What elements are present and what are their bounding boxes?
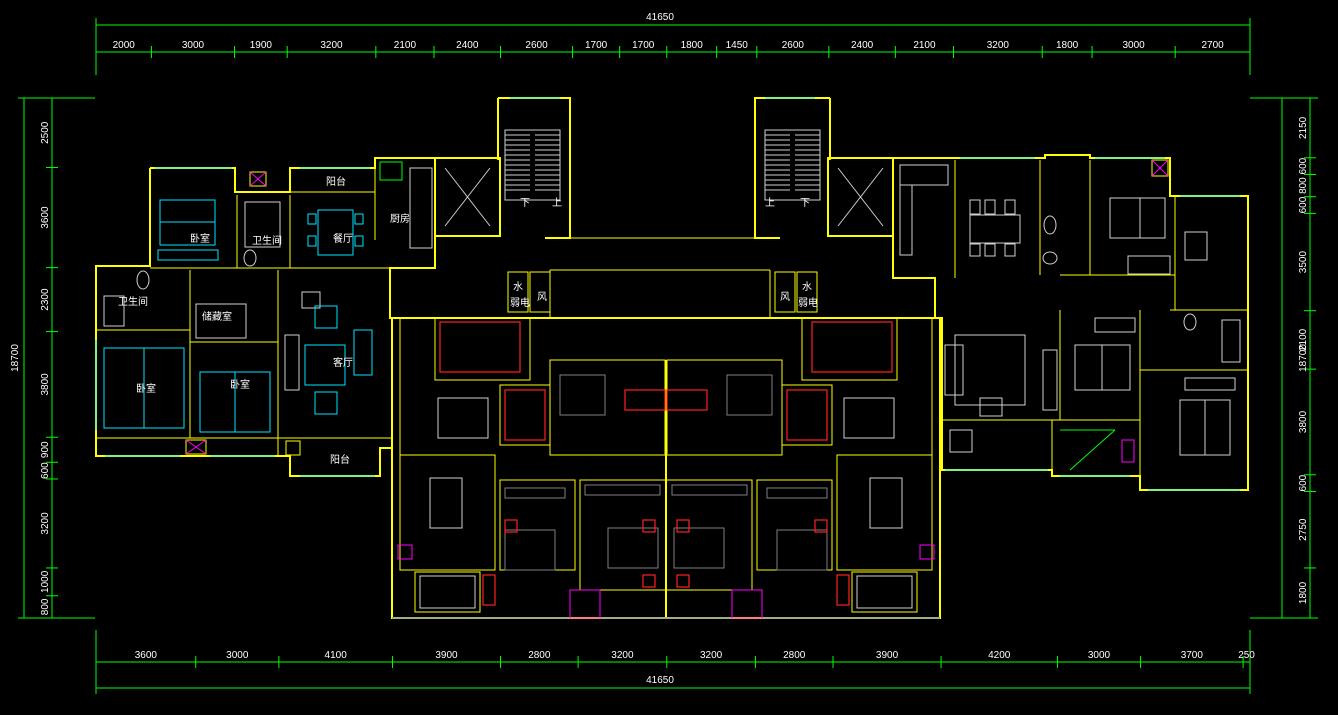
bottom-dimension-chain: 3600 3000 4100 3900 2800 3200 3200 2800 3900 4200… [95,630,1255,694]
left-dimension-label: 3200 [40,512,51,535]
top-dimension-label: 3200 [987,40,1010,51]
bottom-dimension-label: 3200 [611,650,634,661]
right-dimension-label: 600 [1298,196,1309,213]
left-dimension-label: 900 [40,441,51,458]
label-stair-up-right: 上 [765,197,775,209]
label-bedroom-c: 卧室 [230,378,250,391]
top-dimension-label: 1700 [632,40,655,51]
label-bedroom-b: 卧室 [136,382,156,395]
right-stair-core: 上 下 水 弱电 风 [754,97,894,313]
bottom-dimension-label: 3900 [876,650,899,661]
bottom-dimension-label: 3900 [435,650,458,661]
label-kitchen: 厨房 [390,212,410,225]
label-living: 客厅 [333,356,353,369]
right-dimension-label: 600 [1298,157,1309,174]
label-elec-left: 弱电 [510,296,530,309]
top-dimension-label: 2100 [913,40,936,51]
top-dimension-label: 1900 [250,40,273,51]
label-elec-right: 弱电 [798,296,818,309]
label-stair-down-right: 下 [800,198,810,209]
label-bedroom-a: 卧室 [190,232,210,245]
label-balcony-top: 阳台 [326,175,346,188]
bottom-dimension-label: 3200 [700,650,723,661]
right-dimension-label: 2150 [1298,116,1309,139]
top-dimension-chain: 2000 3000 1900 3200 2100 2400 2600 1700 1700 1800… [95,12,1251,75]
left-dimension-label: 2500 [40,121,51,144]
label-stair-up-left: 上 [552,197,562,209]
right-dimension-label: 3500 [1298,251,1309,274]
right-dimension-label: 800 [1298,177,1309,194]
right-total-dimension: 18700 [1298,344,1309,372]
top-dimension-label: 2000 [113,40,136,51]
top-dimension-label: 1700 [585,40,608,51]
label-bathroom-a: 卫生间 [252,234,282,247]
top-dimension-label: 3000 [182,40,205,51]
left-dimension-label: 800 [40,598,51,615]
right-dimension-label: 2100 [1298,328,1309,351]
right-dimension-chain: 2150 600 800 600 3500 2100 3800 600 2750 1800 187… [1250,97,1318,619]
label-water-left: 水 [513,281,523,293]
right-apartment [892,154,1249,491]
right-dimension-label: 3800 [1298,410,1309,433]
left-dimension-label: 3600 [40,206,51,229]
bottom-dimension-label: 3000 [1088,650,1111,661]
bottom-dimension-label: 3000 [226,650,249,661]
center-apartments [391,317,941,619]
top-dimension-label: 2400 [851,40,874,51]
top-dimension-label: 2700 [1201,40,1224,51]
top-dimension-label: 2600 [525,40,548,51]
label-balcony-bottom: 阳台 [330,453,350,466]
right-dimension-label: 1800 [1298,581,1309,604]
bottom-total-dimension: 41650 [646,675,674,686]
top-dimension-label: 2100 [394,40,417,51]
label-storage: 储藏室 [202,310,232,323]
bottom-dimension-label: 3700 [1181,650,1204,661]
top-total-dimension: 41650 [646,12,674,23]
bottom-dimension-label: 2800 [528,650,551,661]
label-bathroom-b: 卫生间 [118,295,148,308]
top-dimension-label: 1800 [681,40,704,51]
top-dimension-label: 3000 [1123,40,1146,51]
top-dimension-label: 2400 [456,40,479,51]
central-corridor [545,237,780,318]
right-dimension-label: 600 [1298,474,1309,491]
top-dimension-label: 2600 [782,40,805,51]
bottom-dimension-label: 3600 [135,650,158,661]
left-dimension-label: 600 [40,462,51,479]
left-dimension-label: 2300 [40,288,51,311]
top-dimension-label: 3200 [320,40,343,51]
label-stair-down-left: 下 [520,198,530,209]
label-wind-left: 风 [537,291,547,303]
left-dimension-label: 3800 [40,373,51,396]
left-dimension-chain: 2500 3600 2300 3800 900 600 3200 1000 800 18700 [10,97,95,619]
bottom-dimension-label: 4200 [988,650,1011,661]
right-dimension-label: 2750 [1298,518,1309,541]
label-wind-right: 风 [780,291,790,303]
top-dimension-label: 1800 [1056,40,1079,51]
top-dimension-label: 1450 [726,40,749,51]
left-dimension-label: 1000 [40,570,51,593]
label-water-right: 水 [802,281,812,293]
label-dining: 餐厅 [333,232,353,245]
bottom-dimension-label: 250 [1238,650,1255,661]
bottom-dimension-label: 2800 [783,650,806,661]
left-total-dimension: 18700 [10,344,21,372]
bottom-dimension-label: 4100 [325,650,348,661]
left-apartment: 阳台 卧室 卫生间 餐厅 厨房 卫生间 储藏室 客厅 卧室 卧室 阳台 [95,157,436,477]
